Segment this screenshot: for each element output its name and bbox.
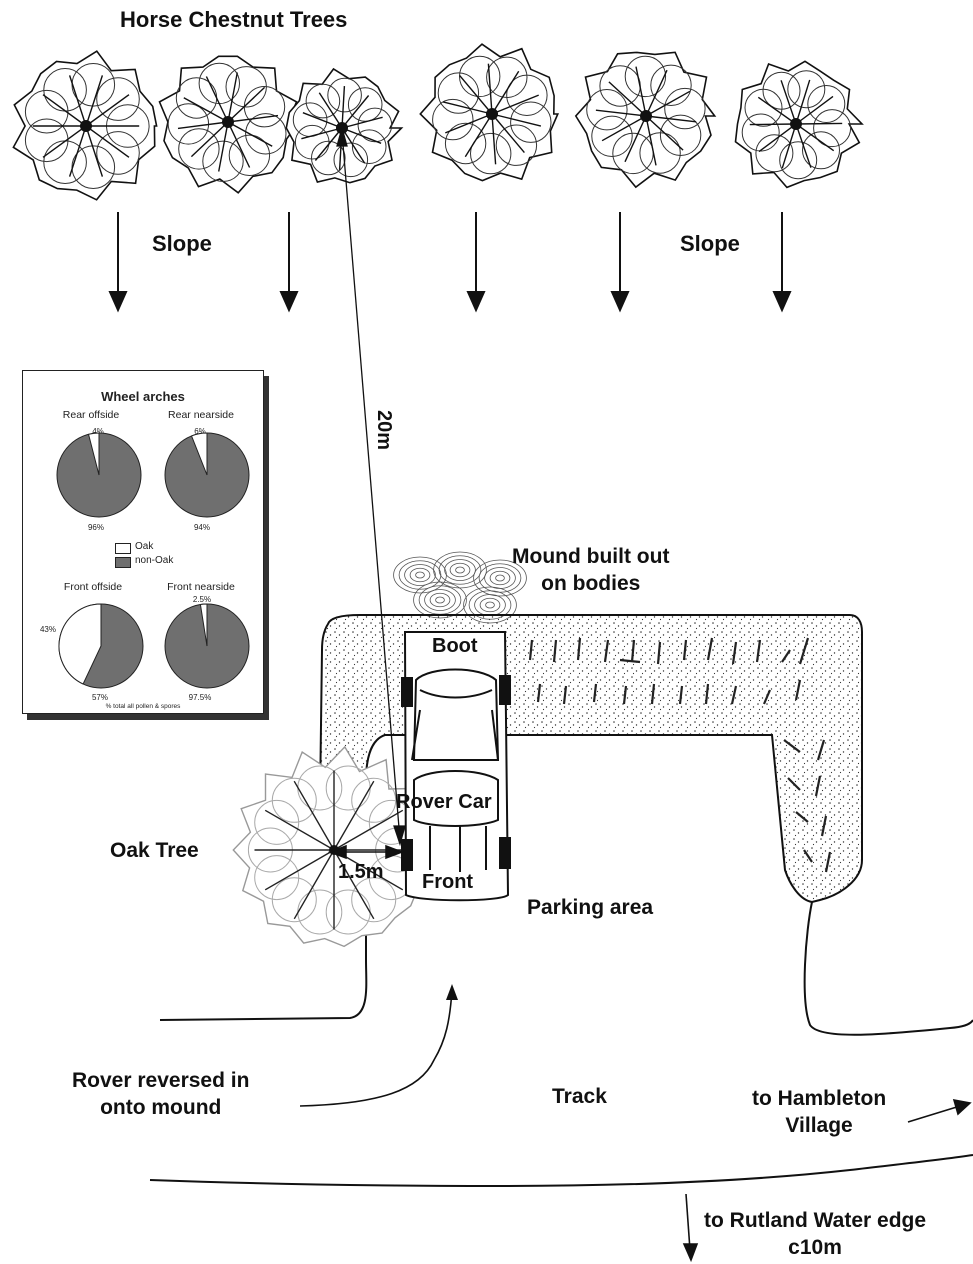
track-label: Track (552, 1084, 607, 1111)
horse-chestnut-label: Horse Chestnut Trees (120, 6, 347, 34)
horse-chestnut-tree (160, 56, 299, 193)
hambleton-line1: to Hambleton (752, 1086, 886, 1113)
mound-label-line2: on bodies (512, 571, 669, 598)
hambleton-label: to Hambleton Village (752, 1086, 886, 1140)
hambleton-line2: Village (752, 1113, 886, 1140)
rover-car (402, 632, 510, 900)
pie-front-nearside (165, 604, 249, 688)
horse-chestnut-tree (576, 52, 715, 187)
front-label: Front (422, 870, 473, 896)
rutland-arrow (684, 1194, 697, 1260)
pie-charts (23, 371, 263, 713)
rover-reversed-line2: onto mound (72, 1095, 249, 1122)
rutland-line1: to Rutland Water edge (704, 1208, 926, 1235)
mound-label-line1: Mound built out (512, 544, 669, 571)
horse-chestnut-tree (13, 51, 156, 200)
pie-rear-offside (57, 433, 141, 517)
rover-reversed-label: Rover reversed in onto mound (72, 1068, 249, 1122)
distance-1-5m-label: 1.5m (338, 860, 384, 886)
rover-car-label: Rover Car (396, 790, 492, 816)
horse-chestnut-tree (736, 61, 863, 187)
wheel-arches-inset: Wheel arches Rear offside 4% 96% Rear ne… (22, 370, 264, 714)
hambleton-arrow (908, 1100, 970, 1122)
reverse-path-arrowhead (446, 984, 458, 1000)
mound-built-out (394, 552, 527, 623)
slope-label-right: Slope (680, 230, 740, 258)
boot-label: Boot (430, 634, 480, 660)
parking-area-label: Parking area (527, 895, 653, 922)
distance-20m-label: 20m (370, 410, 396, 450)
pie-front-offside (59, 604, 143, 688)
reverse-path-arrow (300, 990, 452, 1106)
rutland-label: to Rutland Water edge c10m (704, 1208, 926, 1262)
slope-arrows (110, 212, 790, 310)
rutland-line2: c10m (704, 1235, 926, 1262)
slope-label-left: Slope (152, 230, 212, 258)
rover-reversed-line1: Rover reversed in (72, 1068, 249, 1095)
horse-chestnut-tree (420, 44, 558, 180)
mound-label: Mound built out on bodies (512, 544, 669, 598)
oak-tree-label: Oak Tree (110, 838, 199, 865)
horse-chestnut-tree (286, 69, 401, 183)
horse-chestnut-trees (13, 44, 862, 200)
pie-rear-nearside (165, 433, 249, 517)
